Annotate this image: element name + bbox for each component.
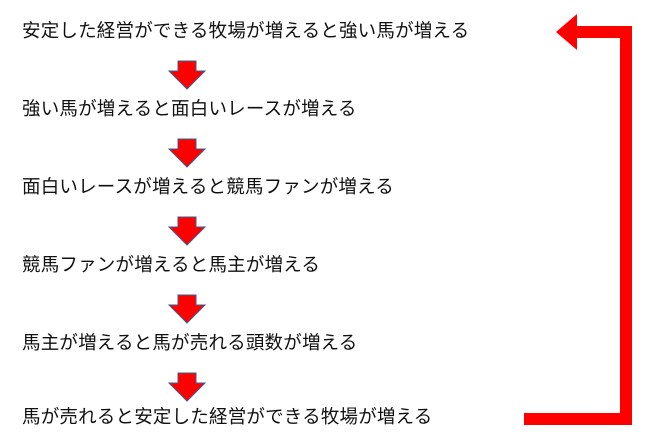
down-arrow-4 — [167, 294, 207, 324]
down-arrow-5 — [167, 372, 207, 402]
down-arrow-3 — [167, 216, 207, 246]
step-5-text: 馬主が増えると馬が売れる頭数が増える — [22, 333, 358, 354]
step-6-text: 馬が売れると安定した経営ができる牧場が増える — [22, 407, 433, 428]
down-arrow-2 — [167, 138, 207, 168]
loop-line — [524, 26, 632, 425]
step-4-text: 競馬ファンが増えると馬主が増える — [22, 255, 321, 276]
step-3-text: 面白いレースが増えると競馬ファンが増える — [22, 177, 394, 198]
down-arrow-1 — [167, 60, 207, 90]
step-1-text: 安定した経営ができる牧場が増えると強い馬が増える — [22, 21, 470, 42]
step-2-text: 強い馬が増えると面白いレースが増える — [22, 99, 357, 120]
loop-arrowhead — [556, 14, 577, 50]
